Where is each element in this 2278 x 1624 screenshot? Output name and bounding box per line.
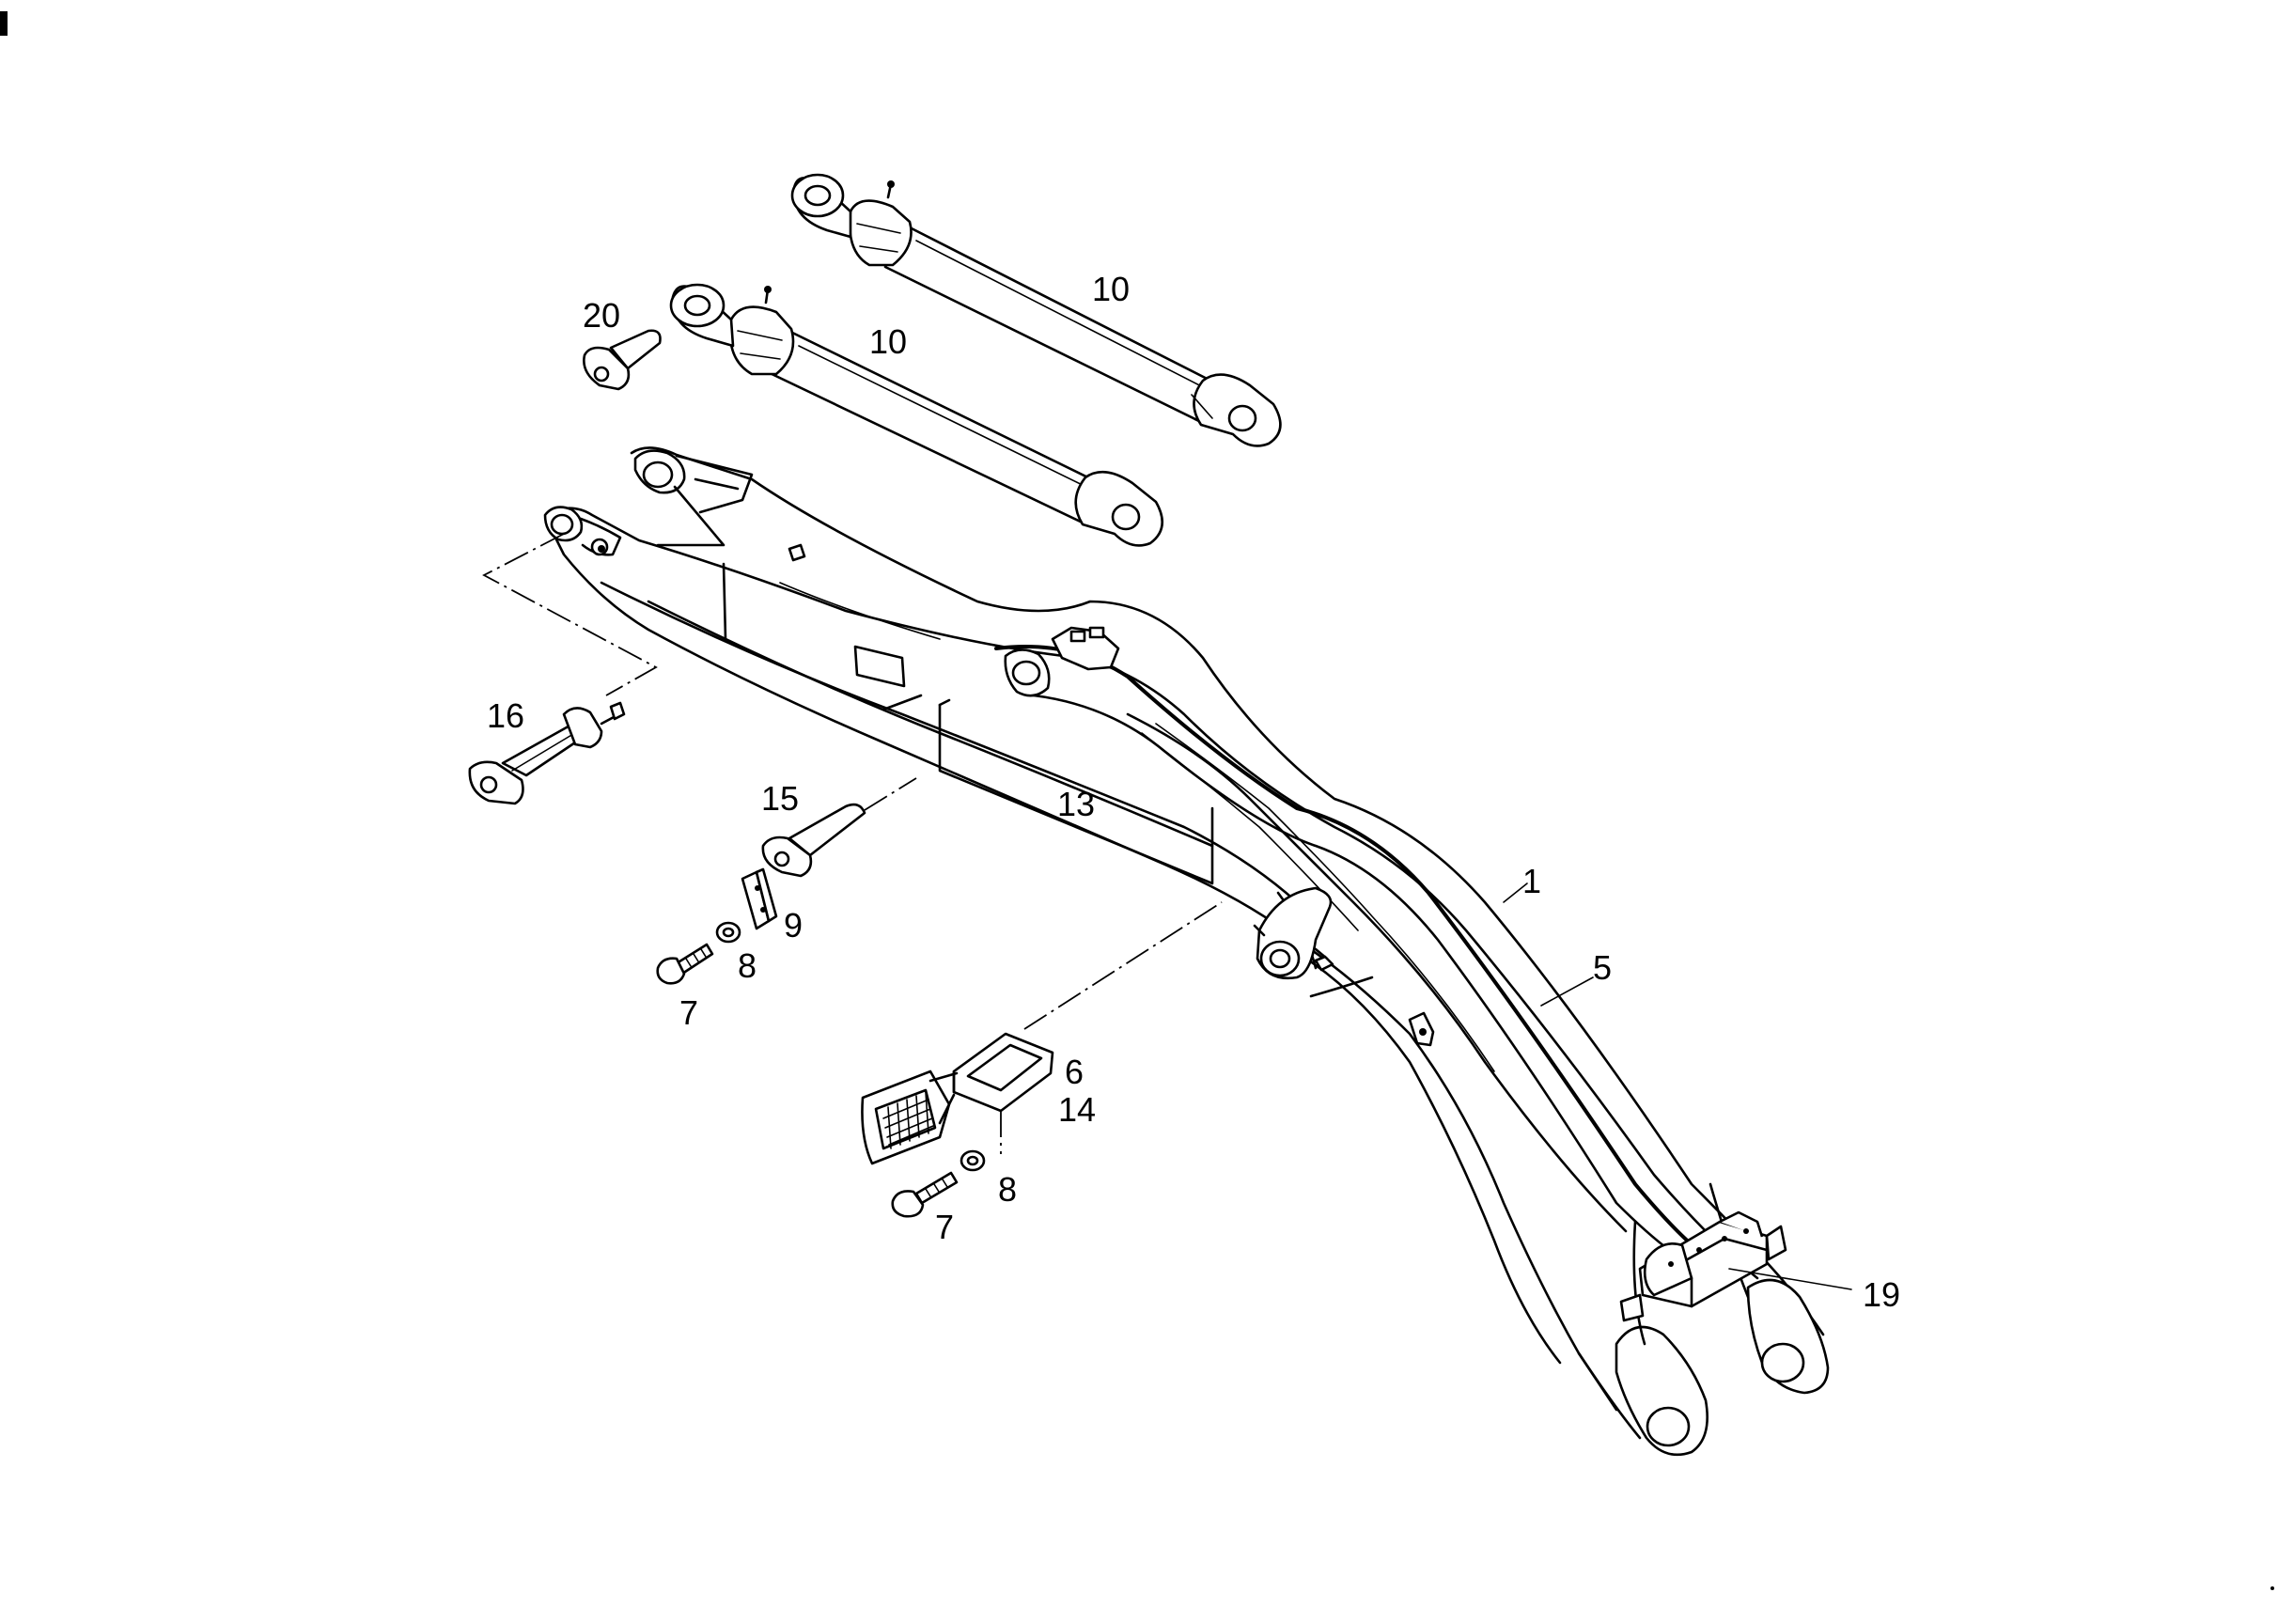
leader-5	[1540, 976, 1594, 1007]
hydraulic-cylinder-upper	[790, 173, 1282, 447]
callout-5: 5	[1593, 948, 1612, 987]
callout-8-upper: 8	[738, 946, 757, 985]
callout-8-lower: 8	[998, 1170, 1017, 1209]
callout-14: 14	[1058, 1090, 1096, 1129]
page-corner-mark	[0, 11, 8, 36]
leader-19	[1728, 1268, 1852, 1290]
callout-15: 15	[761, 779, 799, 818]
assembly-line-step	[1000, 901, 1223, 1154]
callout-16: 16	[487, 696, 524, 735]
bolt-part-7-lower	[891, 1171, 959, 1218]
pin-part-20	[583, 329, 662, 391]
leader-1	[1503, 882, 1528, 903]
pin-part-16	[468, 701, 626, 805]
assembly-line-pin15	[864, 777, 917, 811]
callout-1: 1	[1522, 862, 1541, 900]
callout-20: 20	[583, 296, 620, 335]
hydraulic-cylinder-lower	[669, 283, 1163, 547]
bolt-part-7-upper	[656, 943, 714, 985]
callout-10-upper: 10	[1092, 270, 1130, 308]
callout-13: 13	[1057, 785, 1095, 823]
plate-part-9	[741, 867, 778, 930]
step-plate-part-6	[861, 1032, 1054, 1165]
washer-part-8-upper	[715, 921, 741, 944]
assembly-line-pin16	[482, 533, 658, 696]
callout-6: 6	[1065, 1053, 1084, 1091]
callout-7-lower: 7	[935, 1208, 954, 1246]
washer-part-8-lower	[960, 1149, 986, 1172]
callout-19: 19	[1863, 1275, 1900, 1314]
boom-arm-part-1	[543, 446, 1830, 1457]
callout-9: 9	[784, 906, 803, 945]
callout-7-upper: 7	[679, 993, 698, 1032]
pin-part-15	[761, 803, 866, 878]
scan-speck	[2270, 1586, 2274, 1590]
callout-10-lower: 10	[869, 322, 907, 361]
